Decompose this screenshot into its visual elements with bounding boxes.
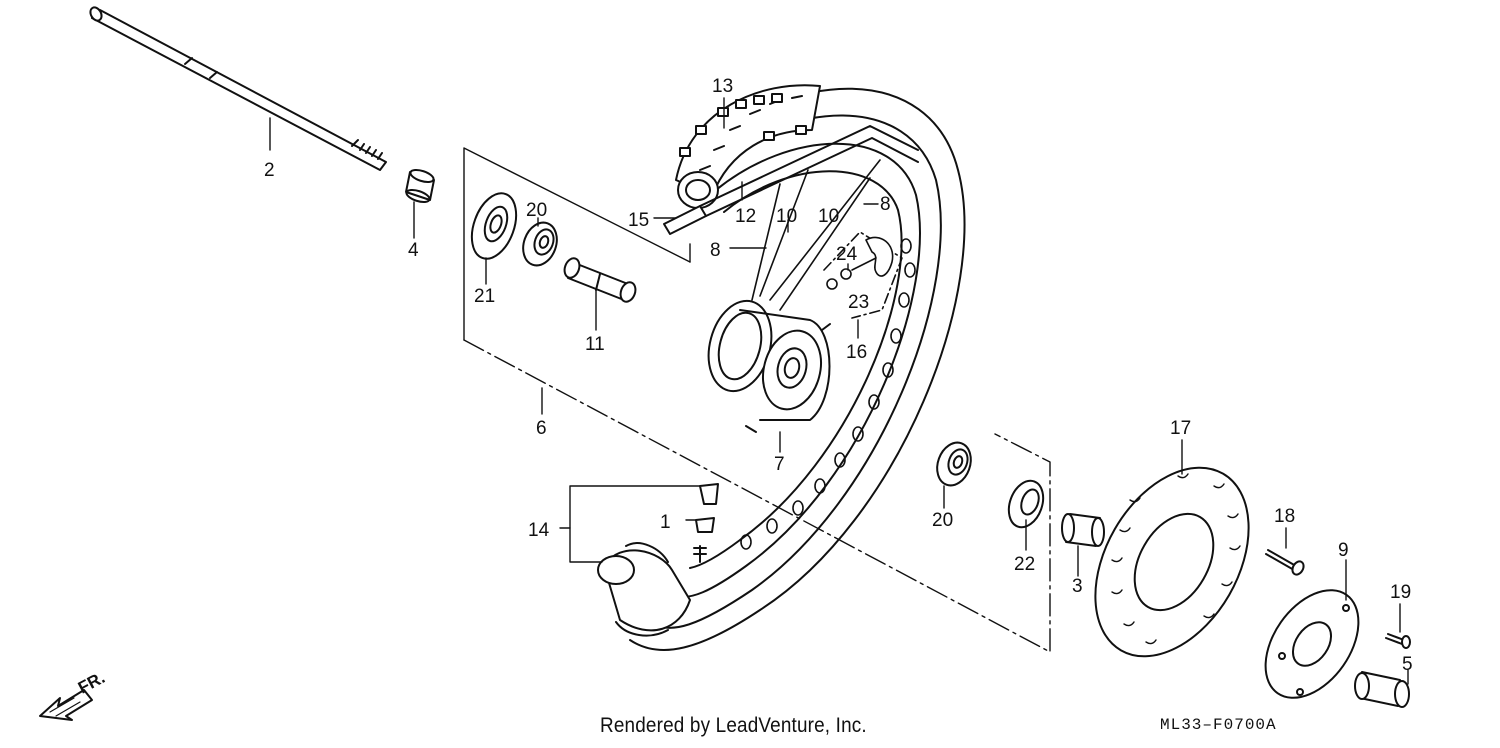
callout-17[interactable]: 17 bbox=[1170, 418, 1191, 439]
end-collar-part[interactable] bbox=[1354, 671, 1410, 708]
callout-labels: 1 2 3 4 5 6 7 8 8 9 10 10 11 12 13 14 15… bbox=[75, 76, 1413, 698]
distance-collar-part[interactable] bbox=[562, 256, 638, 304]
callout-20-right[interactable]: 20 bbox=[932, 510, 953, 531]
callout-20-left[interactable]: 20 bbox=[526, 200, 547, 221]
dust-seal-right-part[interactable] bbox=[1003, 476, 1049, 532]
callout-22[interactable]: 22 bbox=[1014, 554, 1035, 575]
balance-weight-part[interactable] bbox=[823, 231, 903, 319]
callout-9[interactable]: 9 bbox=[1338, 540, 1349, 561]
callout-5[interactable]: 5 bbox=[1402, 654, 1413, 675]
callout-23[interactable]: 23 bbox=[848, 292, 869, 313]
bearing-right-part[interactable] bbox=[931, 438, 976, 490]
assembly-bracket bbox=[463, 147, 1051, 653]
callout-21[interactable]: 21 bbox=[474, 286, 495, 307]
bearing-left-part[interactable] bbox=[517, 218, 562, 270]
callout-4[interactable]: 4 bbox=[408, 240, 419, 261]
callout-2[interactable]: 2 bbox=[264, 160, 275, 181]
callout-14[interactable]: 14 bbox=[528, 520, 550, 541]
spoke-holes bbox=[740, 238, 916, 550]
tire-part[interactable] bbox=[675, 84, 821, 209]
leader-lines bbox=[269, 97, 1409, 685]
tube-cutaway-part[interactable] bbox=[597, 542, 691, 637]
callout-18[interactable]: 18 bbox=[1274, 506, 1295, 527]
callout-24[interactable]: 24 bbox=[836, 244, 858, 265]
rim-part[interactable] bbox=[629, 87, 966, 651]
callout-13[interactable]: 13 bbox=[712, 76, 733, 97]
cover-screw-part[interactable] bbox=[1385, 633, 1411, 649]
valve-stem-part[interactable] bbox=[693, 483, 719, 563]
callout-16[interactable]: 16 bbox=[846, 342, 867, 363]
callout-12[interactable]: 12 bbox=[735, 206, 756, 227]
callout-8-left[interactable]: 8 bbox=[710, 240, 721, 261]
front-direction-arrow bbox=[39, 689, 93, 721]
render-credit: Rendered by LeadVenture, Inc. bbox=[600, 714, 867, 737]
hub-part[interactable] bbox=[699, 159, 881, 433]
callout-19[interactable]: 19 bbox=[1390, 582, 1411, 603]
axle-spacer-part[interactable] bbox=[405, 168, 435, 205]
callout-1[interactable]: 1 bbox=[660, 512, 671, 533]
front-axle-part[interactable] bbox=[88, 5, 387, 171]
disc-bolt-part[interactable] bbox=[1265, 549, 1306, 577]
callout-3[interactable]: 3 bbox=[1072, 576, 1083, 597]
callout-7[interactable]: 7 bbox=[774, 454, 785, 475]
tube-and-band-part[interactable] bbox=[663, 125, 919, 235]
callout-10-right[interactable]: 10 bbox=[818, 206, 839, 227]
callout-10-left[interactable]: 10 bbox=[776, 206, 797, 227]
callout-6[interactable]: 6 bbox=[536, 418, 547, 439]
diagram-code: ML33–F0700A bbox=[1160, 716, 1277, 734]
dust-seal-part[interactable] bbox=[464, 187, 525, 265]
callout-8-right[interactable]: 8 bbox=[880, 194, 891, 215]
side-collar-part[interactable] bbox=[1061, 513, 1105, 547]
brake-disc-part[interactable] bbox=[1064, 441, 1280, 684]
callout-15[interactable]: 15 bbox=[628, 210, 649, 231]
callout-11[interactable]: 11 bbox=[585, 334, 605, 355]
